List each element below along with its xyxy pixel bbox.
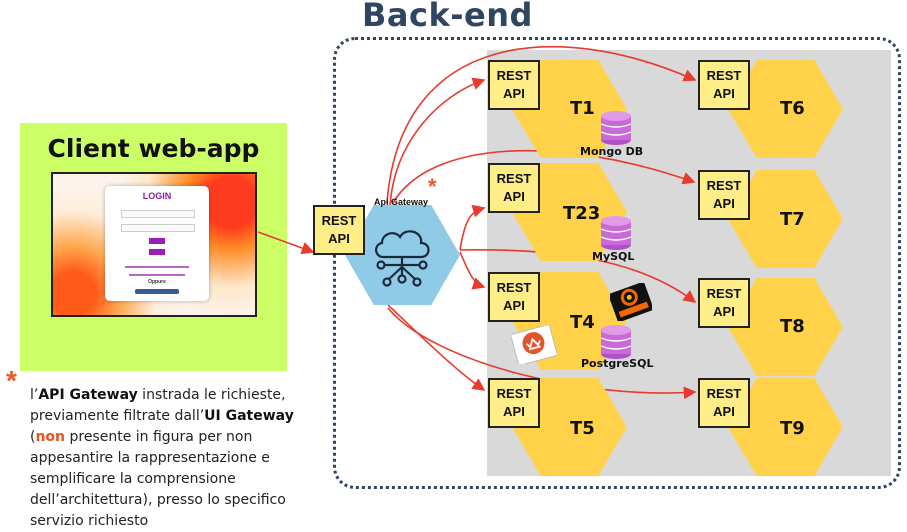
- service-label-T4: T4: [570, 312, 595, 333]
- connection-arrows: [257, 45, 697, 400]
- service-label-T6: T6: [780, 98, 805, 119]
- note-asterisk: *: [6, 365, 17, 396]
- arrow-client-gateway: [257, 231, 315, 255]
- arrow-to-T9: [387, 307, 697, 400]
- arrow-to-T1: [389, 77, 486, 206]
- login-screenshot: LOGIN Oppure: [51, 172, 257, 317]
- gateway-asterisk: *: [428, 174, 437, 199]
- gateway-footnote: l’API Gateway instrada le richieste, pre…: [30, 387, 294, 529]
- register-link: [125, 266, 189, 268]
- arrow-to-T23: [459, 204, 486, 251]
- grafana-logo: [610, 283, 652, 321]
- client-title: Client web-app: [47, 134, 260, 163]
- service-label-T8: T8: [780, 316, 805, 337]
- service-label-T7: T7: [780, 209, 805, 230]
- service-label-T9: T9: [780, 418, 805, 439]
- prometheus-logo: [511, 326, 557, 364]
- database-icon-postgresql: [600, 325, 632, 359]
- database-label-postgresql: PostgreSQL: [581, 357, 654, 370]
- forgot-link: [129, 274, 185, 276]
- password-field: [121, 224, 195, 232]
- oppure-text: Oppure: [148, 279, 166, 285]
- api-gateway-label: Api Gateway: [374, 197, 429, 207]
- database-icon-mongodb: [600, 111, 632, 145]
- login-button: [149, 238, 165, 244]
- arrow-to-T6: [386, 45, 697, 204]
- backend-boundary: [333, 37, 901, 489]
- facebook-button: [135, 289, 179, 294]
- service-label-T23: T23: [563, 203, 601, 224]
- arrow-to-T5: [387, 304, 486, 391]
- cloud-network-icon: [375, 230, 430, 287]
- login-card: LOGIN Oppure: [105, 186, 209, 301]
- database-label-mysql: MySQL: [592, 250, 635, 263]
- reset-button: [149, 249, 165, 255]
- arrow-to-T7: [392, 149, 696, 204]
- database-icon-mysql: [600, 216, 632, 250]
- service-label-T5: T5: [570, 418, 595, 439]
- login-heading: LOGIN: [142, 191, 172, 201]
- page-title: Back-end: [362, 0, 533, 34]
- arrow-to-T4: [459, 251, 486, 290]
- database-label-mongodb: Mongo DB: [580, 145, 644, 158]
- service-label-T1: T1: [570, 98, 595, 119]
- username-field: [121, 210, 195, 218]
